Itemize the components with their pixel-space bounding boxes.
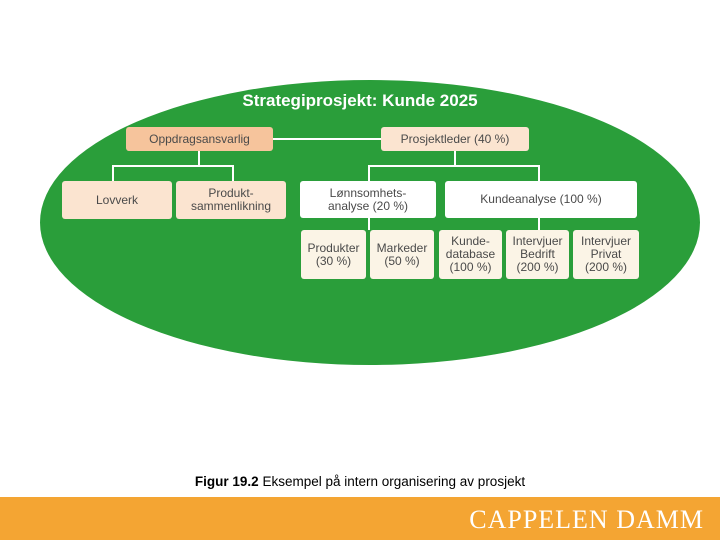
node-produkter: Produkter (30 %) — [301, 230, 366, 279]
node-markeder: Markeder (50 %) — [370, 230, 434, 279]
node-produktsammenlikning: Produkt- sammenlikning — [176, 181, 286, 219]
connector-line — [538, 165, 540, 181]
connector-line — [454, 150, 456, 166]
connector-line — [368, 165, 540, 167]
brand-logo: CAPPELEN DAMM — [469, 505, 704, 534]
connector-line — [368, 165, 370, 181]
diagram-title: Strategiprosjekt: Kunde 2025 — [242, 91, 478, 110]
figure-caption: Figur 19.2 Eksempel på intern organiseri… — [0, 474, 720, 489]
connector-line — [198, 150, 200, 166]
node-intervjuer-bedrift: Intervjuer Bedrift (200 %) — [506, 230, 569, 279]
node-prosjektleder: Prosjektleder (40 %) — [381, 127, 529, 151]
connector-line — [272, 138, 382, 140]
connector-line — [112, 165, 114, 181]
connector-line — [538, 217, 540, 230]
node-intervjuer-privat: Intervjuer Privat (200 %) — [573, 230, 639, 279]
caption-label: Figur 19.2 — [194, 474, 259, 489]
node-lovverk: Lovverk — [62, 181, 172, 219]
caption-text: Eksempel på intern organisering av prosj… — [258, 474, 526, 489]
node-kundedatabase: Kunde- database (100 %) — [439, 230, 502, 279]
node-oppdragsansvarlig: Oppdragsansvarlig — [126, 127, 273, 151]
node-kundeanalyse: Kundeanalyse (100 %) — [445, 181, 637, 218]
footer-bar: CAPPELEN DAMM — [0, 497, 720, 540]
connector-line — [368, 217, 370, 230]
connector-line — [112, 165, 234, 167]
connector-line — [232, 165, 234, 181]
diagram-background — [40, 80, 700, 365]
node-lonnsomhetsanalyse: Lønnsomhets- analyse (20 %) — [300, 181, 436, 218]
